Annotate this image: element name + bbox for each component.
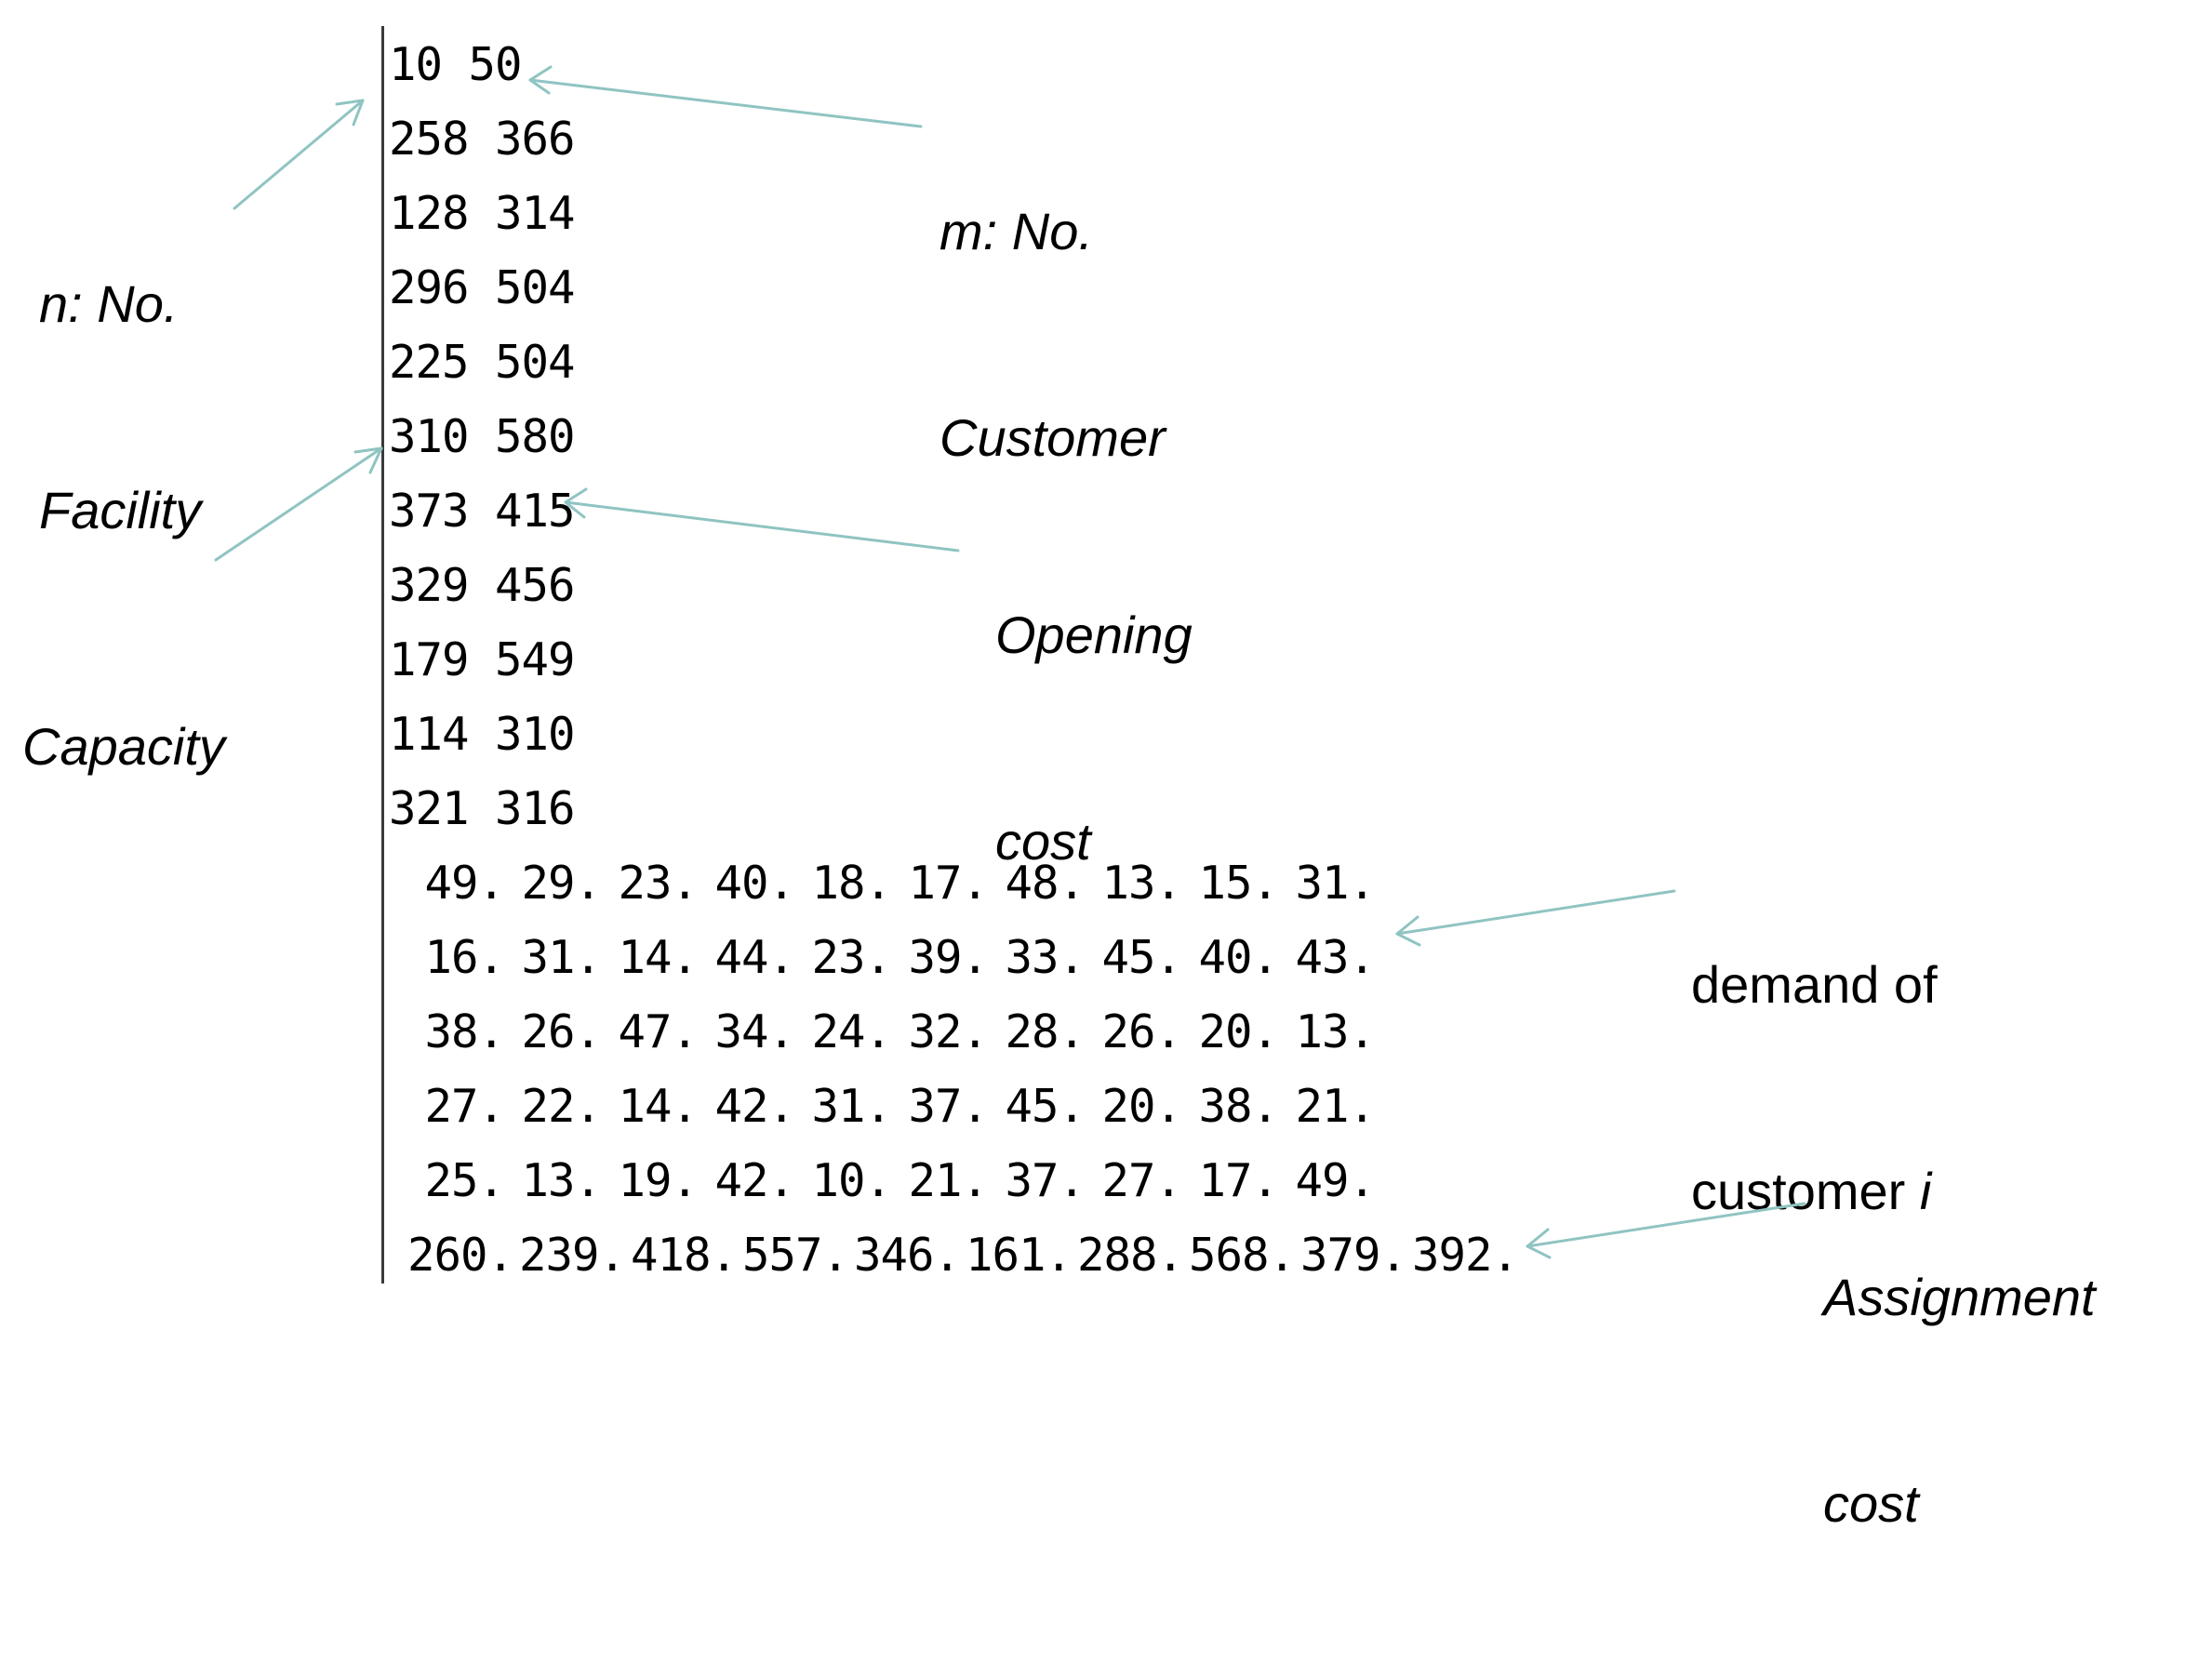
demand-value: 32. xyxy=(908,1005,989,1058)
facility-line-9: 114 310 xyxy=(389,708,576,761)
annotation-n-facility-line1: n: No. xyxy=(39,274,179,333)
demand-value: 27. xyxy=(424,1080,505,1133)
demand-value: 13. xyxy=(1101,857,1182,910)
facility-line-5: 310 580 xyxy=(389,410,576,463)
arrow-assignment-cost xyxy=(1526,1202,1806,1259)
facility-line-6: 373 415 xyxy=(389,485,576,538)
demand-value: 21. xyxy=(908,1154,989,1207)
demand-value: 10. xyxy=(811,1154,892,1207)
demand-value: 38. xyxy=(424,1005,505,1058)
cost-value: 392. xyxy=(1411,1229,1519,1282)
demand-value: 42. xyxy=(714,1080,795,1133)
arrow-n-facility xyxy=(233,99,365,210)
annotation-m-customer-line1: m: No. xyxy=(939,202,1093,260)
facility-line-3: 296 504 xyxy=(389,261,576,314)
demand-value: 17. xyxy=(1198,1154,1279,1207)
demand-value: 22. xyxy=(521,1080,602,1133)
demand-value: 21. xyxy=(1295,1080,1376,1133)
cost-value: 288. xyxy=(1076,1229,1184,1282)
demand-value: 14. xyxy=(618,1080,699,1133)
annotation-n-facility: n: No. Facility xyxy=(39,132,201,683)
demand-value: 23. xyxy=(618,857,699,910)
demand-value: 45. xyxy=(1005,1080,1086,1133)
annotation-capacity-line1: Capacity xyxy=(22,717,225,776)
demand-value: 47. xyxy=(618,1005,699,1058)
annotation-demand-line2-prefix: customer xyxy=(1691,1162,1920,1220)
demand-value: 13. xyxy=(1295,1005,1376,1058)
demand-value: 34. xyxy=(714,1005,795,1058)
demand-value: 29. xyxy=(521,857,602,910)
arrow-opening-cost xyxy=(564,487,960,552)
cost-value: 568. xyxy=(1188,1229,1296,1282)
demand-value: 39. xyxy=(908,931,989,984)
facility-line-10: 321 316 xyxy=(389,782,576,835)
demand-value: 40. xyxy=(714,857,795,910)
cost-value: 260. xyxy=(406,1229,514,1282)
demand-value: 45. xyxy=(1101,931,1182,984)
demand-value: 17. xyxy=(908,857,989,910)
demand-value: 24. xyxy=(811,1005,892,1058)
facility-line-2: 128 314 xyxy=(389,187,576,240)
demand-value: 18. xyxy=(811,857,892,910)
annotation-opening-cost: Opening cost xyxy=(995,463,1193,1014)
demand-value: 43. xyxy=(1295,931,1376,984)
demand-value: 13. xyxy=(521,1154,602,1207)
header-line-dims: 10 50 xyxy=(389,38,523,91)
demand-value: 44. xyxy=(714,931,795,984)
demand-value: 42. xyxy=(714,1154,795,1207)
demand-value: 19. xyxy=(618,1154,699,1207)
facility-line-1: 258 366 xyxy=(389,113,576,166)
demand-value: 26. xyxy=(1101,1005,1182,1058)
demand-value: 23. xyxy=(811,931,892,984)
demand-value: 20. xyxy=(1198,1005,1279,1058)
annotation-n-facility-line2: Facility xyxy=(39,481,202,539)
demand-value: 31. xyxy=(521,931,602,984)
annotation-demand-line1: demand of xyxy=(1691,955,1938,1014)
annotation-capacity: Capacity xyxy=(22,575,225,919)
demand-value: 14. xyxy=(618,931,699,984)
annotation-arrows xyxy=(214,65,1806,1259)
annotation-demand-variable: i xyxy=(1919,1162,1932,1220)
demand-value: 28. xyxy=(1005,1005,1086,1058)
facility-line-4: 225 504 xyxy=(389,336,576,389)
annotation-demand: demand of customer i xyxy=(1691,813,1938,1363)
cost-value: 239. xyxy=(518,1229,626,1282)
annotation-m-customer-line2: Customer xyxy=(939,408,1166,467)
cost-value: 379. xyxy=(1299,1229,1407,1282)
demand-value: 40. xyxy=(1198,931,1279,984)
facility-line-8: 179 549 xyxy=(389,633,576,686)
demand-value: 27. xyxy=(1101,1154,1182,1207)
demand-value: 26. xyxy=(521,1005,602,1058)
demand-value: 48. xyxy=(1005,857,1086,910)
annotation-demand-line2: customer i xyxy=(1691,1157,1938,1226)
demand-value: 49. xyxy=(424,857,505,910)
demand-value: 16. xyxy=(424,931,505,984)
demand-value: 33. xyxy=(1005,931,1086,984)
cost-value: 161. xyxy=(965,1229,1073,1282)
demand-value: 20. xyxy=(1101,1080,1182,1133)
annotation-opening-cost-line1: Opening xyxy=(995,605,1193,664)
demand-value: 15. xyxy=(1198,857,1279,910)
demand-value: 31. xyxy=(1295,857,1376,910)
demand-value: 25. xyxy=(424,1154,505,1207)
text-cursor-line xyxy=(381,26,384,1284)
arrow-demand xyxy=(1395,889,1676,947)
demand-value: 38. xyxy=(1198,1080,1279,1133)
cost-value: 418. xyxy=(630,1229,738,1282)
arrow-m-customer xyxy=(528,65,923,128)
facility-line-7: 329 456 xyxy=(389,559,576,612)
cost-value: 557. xyxy=(741,1229,849,1282)
annotation-opening-cost-line2: cost xyxy=(995,812,1091,871)
annotation-m-customer: m: No. Customer xyxy=(939,60,1166,610)
annotation-assignment-cost-line2: cost xyxy=(1823,1474,1919,1533)
demand-value: 31. xyxy=(811,1080,892,1133)
demand-value: 49. xyxy=(1295,1154,1376,1207)
demand-value: 37. xyxy=(908,1080,989,1133)
arrow-capacity xyxy=(214,446,383,562)
diagram-canvas: 10 50 258 366 128 314 296 504 225 504 31… xyxy=(22,26,2096,1533)
cost-value: 346. xyxy=(853,1229,961,1282)
demand-value: 37. xyxy=(1005,1154,1086,1207)
